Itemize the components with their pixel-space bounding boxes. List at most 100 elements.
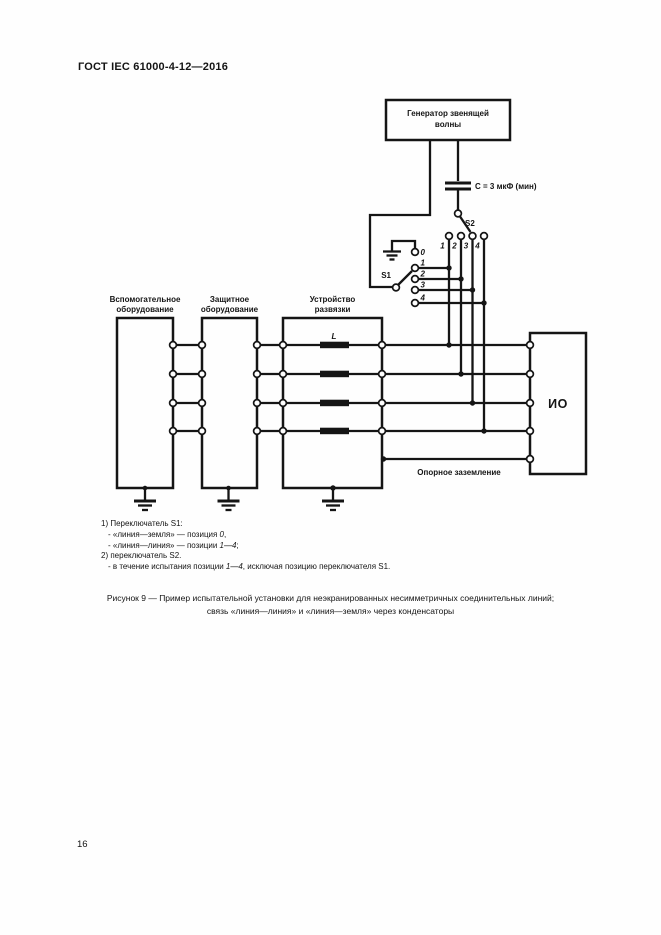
auxiliary-label-line2: оборудование [116, 305, 174, 314]
s1-label: S1 [381, 271, 391, 280]
s2-terminal-1 [444, 231, 454, 241]
decoupling-device-box: Устройство развязки [281, 295, 384, 490]
s2-terminal-3 [468, 231, 477, 241]
terminal [377, 398, 387, 408]
s1-position-3: 3 [421, 281, 426, 290]
footnote-text: ; [236, 540, 239, 550]
s1-ground-wire [390, 239, 417, 251]
switch-s1: S1 0 1 2 3 4 [381, 239, 426, 308]
generator-label-line1: Генератор звенящей [407, 109, 489, 118]
earth-symbol-auxiliary [134, 485, 156, 512]
reference-ground-label: Опорное заземление [417, 468, 501, 477]
terminal-circles [168, 340, 535, 464]
generator-outline [384, 98, 512, 142]
inductor-4 [320, 427, 349, 435]
s1-terminal-4 [410, 298, 420, 308]
inductor-2 [320, 370, 349, 378]
terminal [525, 340, 535, 350]
figure-caption-line1: Рисунок 9 — Пример испытательной установ… [106, 593, 555, 603]
footnote-text: , исключая позицию переключателя S1. [242, 562, 391, 572]
terminal [252, 369, 262, 379]
decoupling-label-line2: развязки [315, 305, 351, 314]
s2-position-2: 2 [451, 242, 457, 251]
terminal [377, 340, 387, 350]
figure-caption-line2: связь «линия—линия» и «линия—земля» чере… [206, 606, 455, 616]
junction-dot [458, 276, 464, 282]
footnote-1: 1) Переключатель S1: [101, 519, 183, 528]
terminal [197, 398, 207, 408]
terminal [168, 426, 178, 436]
junction-dot [481, 300, 487, 306]
terminal [197, 369, 207, 379]
s2-position-4: 4 [474, 242, 480, 251]
footnote-italic: 1—4 [219, 540, 237, 550]
junction-dot [446, 265, 452, 271]
decoupling-label-line1: Устройство [310, 295, 356, 304]
s1-terminal-2 [410, 274, 420, 284]
terminal [278, 369, 288, 379]
switch-s2: S2 1 2 3 4 [440, 209, 489, 251]
s1-position-1: 1 [421, 259, 426, 268]
footnote-italic: 1—4 [225, 562, 243, 572]
terminal [252, 398, 262, 408]
s1-terminal-0 [410, 247, 420, 257]
s1-arm [397, 270, 413, 286]
footnote-text: - «линия—линия» — позиции [108, 540, 220, 550]
auxiliary-equipment-box: Вспомогательное оборудование [110, 295, 181, 490]
s1-terminal-3 [410, 285, 420, 295]
junction-dot [380, 456, 387, 462]
s2-terminal-2 [456, 231, 466, 241]
terminal [525, 369, 535, 379]
figure-caption: Рисунок 9 — Пример испытательной установ… [0, 592, 661, 618]
footnote-text: , [224, 529, 227, 539]
junction-dot [481, 428, 487, 434]
terminal [252, 426, 262, 436]
footnote-2: 2) переключатель S2. [101, 551, 182, 561]
protective-label-line2: оборудование [201, 305, 259, 314]
s1-position-4: 4 [420, 294, 426, 303]
page-number: 16 [77, 839, 88, 850]
terminal [525, 398, 535, 408]
junction-dot [469, 400, 476, 406]
protective-label-line1: Защитное [210, 295, 250, 304]
s1-terminal-1 [410, 263, 420, 273]
terminal [197, 426, 207, 436]
s1-position-2: 2 [420, 270, 426, 279]
earth-symbol-protective [217, 485, 240, 512]
terminal [377, 426, 387, 436]
footnote-text: - «линия—земля» — позиция [108, 529, 220, 539]
auxiliary-outline [115, 316, 175, 490]
terminal [168, 340, 178, 350]
inductor-3 [320, 399, 349, 407]
eut-box: ИО [528, 331, 588, 476]
footnote-1a: - «линия—земля» — позиция 0, [108, 530, 621, 541]
protective-equipment-box: Защитное оборудование [200, 295, 259, 490]
signal-lines [173, 343, 530, 433]
junction-dot [446, 342, 452, 348]
s2-position-1: 1 [440, 242, 445, 251]
s2-terminal-4 [479, 231, 489, 241]
document-header: ГОСТ IEC 61000-4-12—2016 [78, 61, 229, 73]
footnote-1b: - «линия—линия» — позиции 1—4; [108, 541, 621, 552]
terminal [197, 340, 207, 350]
s1-position-0: 0 [421, 248, 426, 257]
protective-outline [200, 316, 259, 490]
footnote-text: - в течение испытания позиции [108, 562, 226, 572]
s2-arm [459, 215, 472, 233]
generator-left-wire [368, 140, 432, 289]
s2-label: S2 [465, 219, 475, 228]
inductor-label: L [332, 332, 337, 341]
earth-symbol-decoupling [322, 485, 344, 512]
coupling-capacitor: C = 3 мкФ (мин) [445, 181, 537, 210]
footnote-2a: - в течение испытания позиции 1—4, исклю… [108, 562, 621, 573]
generator-label-line2: волны [435, 120, 461, 129]
footnotes: 1) Переключатель S1: - «линия—земля» — п… [101, 519, 621, 573]
junction-dot [469, 287, 476, 293]
capacitor-label: C = 3 мкФ (мин) [475, 182, 537, 191]
terminal [525, 426, 535, 436]
reference-ground: Опорное заземление [380, 456, 530, 477]
terminal [278, 426, 288, 436]
auxiliary-label-line1: Вспомогательное [110, 295, 181, 304]
